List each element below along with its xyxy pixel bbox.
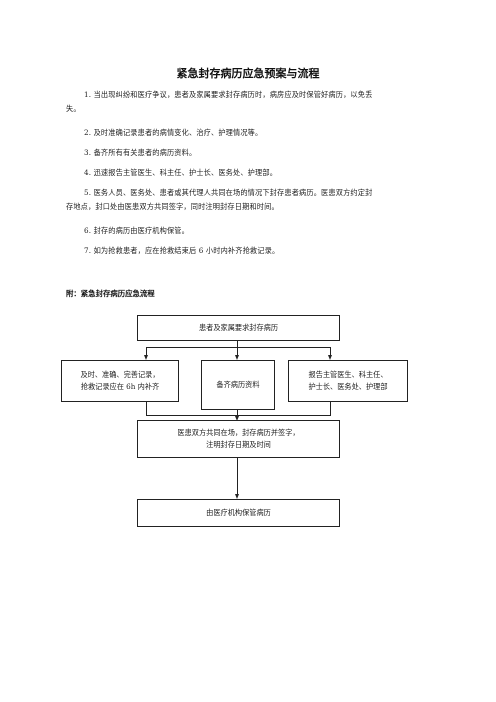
connector-left-rise [146,402,147,415]
paragraph-7: 7. 如为抢救患者，应在抢救结束后 6 小时内补齐抢救记录。 [84,246,280,255]
flow-box-record: 及时、准确、完善记录， 抢救记录应在 6h 内补齐 [61,360,179,402]
connector-top-bar [146,347,331,348]
page-title: 紧急封存病历应急预案与流程 [176,67,320,80]
connector-left-drop [146,347,147,356]
arrow-to-left-box [144,355,148,360]
connector-bottom-bar [146,415,331,416]
paragraph-5: 5. 医务人员、医务处、患者或其代理人共同在场的情况下封存患者病历。医患双方约定… [84,188,373,197]
flow-box-report: 报告主管医生、科主任、 护士长、医务处、护理部 [288,360,408,402]
connector-mid-drop [237,347,238,356]
flow-box-seal: 医患双方共同在场，封存病历并签字， 注明封存日期及时间 [137,420,340,458]
arrow-to-middle-box [235,355,239,360]
arrow-to-right-box [328,355,332,360]
paragraph-5-cont: 存地点，封口处由医患双方共同签字，同时注明封存日期和时间。 [66,202,279,211]
paragraph-3: 3. 备齐所有有关患者的病历资料。 [84,148,197,157]
flow-box-keep-text: 由医疗机构保管病历 [206,508,271,517]
flow-box-request-text: 患者及家属要求封存病历 [198,323,279,332]
flow-box-report-line-1: 报告主管医生、科主任、 [308,370,388,379]
flow-box-prepare: 备齐病历资料 [201,360,275,410]
flow-box-keep: 由医疗机构保管病历 [137,499,340,527]
connector-top-stem [237,341,238,347]
flow-box-record-line-2: 抢救记录应在 6h 内补齐 [80,382,160,391]
connector-right-rise [330,402,331,415]
connector-right-drop [330,347,331,356]
appendix-label: 附：紧急封存病历应急流程 [66,289,155,298]
paragraph-4: 4. 迅速报告主管医生、科主任、护士长、医务处、护理部。 [84,168,278,177]
connector-to-keep [237,458,238,495]
paragraph-1: 1. 当出现纠纷和医疗争议，患者及家属要求封存病历时，病房应及时保管好病历，以免… [66,88,438,102]
flow-box-seal-line-2: 注明封存日期及时间 [206,440,271,449]
paragraph-2: 2. 及时准确记录患者的病情变化、治疗、护理情况等。 [84,128,263,137]
flow-box-seal-line-1: 医患双方共同在场，封存病历并签字， [177,428,300,437]
flow-box-record-line-1: 及时、准确、完善记录， [80,370,160,379]
flow-box-report-line-2: 护士长、医务处、护理部 [308,382,388,391]
paragraph-1-cont: 失。 [66,102,438,116]
flow-box-prepare-text: 备齐病历资料 [216,380,260,389]
arrow-to-seal-box [235,416,239,421]
flow-box-request: 患者及家属要求封存病历 [137,315,340,341]
paragraph-1-line-1: 1. 当出现纠纷和医疗争议，患者及家属要求封存病历时，病房应及时保管好病历，以免… [84,90,373,99]
connector-mid-rise [237,410,238,416]
arrow-to-keep-box [235,494,239,499]
paragraph-1-line-2: 失。 [66,104,81,113]
paragraph-6: 6. 封存的病历由医疗机构保管。 [84,226,189,235]
